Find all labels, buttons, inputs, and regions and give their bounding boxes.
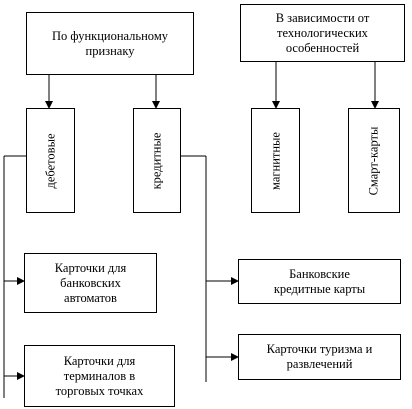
pos-terminal-cards-box: Карточки для терминалов в торговых точка… <box>24 345 175 407</box>
smart-cards-label: Смарт-карты <box>366 126 381 195</box>
bank-credit-cards-label: Банковские кредитные карты <box>273 266 366 296</box>
pos-terminal-cards-label: Карточки для терминалов в торговых точка… <box>55 353 144 398</box>
bank-credit-cards-box: Банковские кредитные карты <box>238 259 401 304</box>
credit-cards-label: кредитные <box>149 132 164 189</box>
debit-cards-label: дебетовые <box>43 132 57 189</box>
debit-cards-box: дебетовые <box>26 108 75 213</box>
atm-cards-label: Карточки для банковских автоматов <box>54 260 127 305</box>
technological-features-box: В зависимости от технологических особенн… <box>240 4 405 62</box>
travel-entertainment-cards-box: Карточки туризма и развлечений <box>238 334 401 380</box>
travel-entertainment-cards-label: Карточки туризма и развлечений <box>266 342 373 371</box>
technological-features-label: В зависимости от технологических особенн… <box>275 10 370 55</box>
functional-criterion-box: По функциональному признаку <box>26 12 194 75</box>
magnetic-cards-label: магнитные <box>268 131 282 190</box>
atm-cards-box: Карточки для банковских автоматов <box>24 253 157 313</box>
smart-cards-box: Смарт-карты <box>348 108 400 213</box>
credit-cards-box: кредитные <box>133 108 181 213</box>
functional-criterion-label: По функциональному признаку <box>52 28 168 58</box>
magnetic-cards-box: магнитные <box>251 108 300 213</box>
